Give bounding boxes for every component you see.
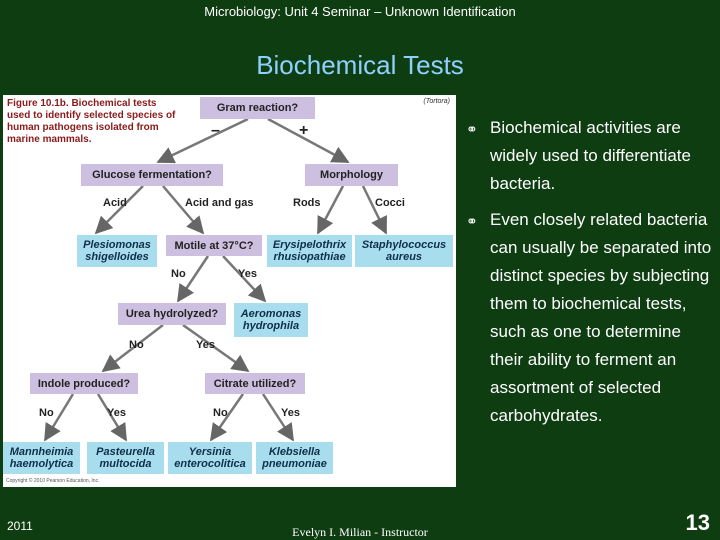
edge-urea-citrate [182, 323, 250, 373]
edge-indole-pasteurella [96, 393, 128, 442]
edge-citrate-yersinia [209, 393, 245, 442]
figure-credit: (Tortora) [423, 98, 450, 105]
footer-year: 2011 [7, 519, 33, 533]
bullet-item: ⚭ Biochemical activities are widely used… [466, 114, 716, 198]
bullet-text: Biochemical activities are widely used t… [490, 118, 691, 193]
edge-indole-mannheimia [43, 393, 75, 442]
edge-gram-morphology [267, 117, 350, 164]
node-morphology: Morphology [305, 164, 398, 186]
bullet-text: Even closely related bacteria can usuall… [490, 210, 712, 425]
edge-citrate-klebsiella [261, 393, 295, 442]
edge-label-yes: Yes [107, 407, 126, 419]
figure-copyright: Copyright © 2010 Pearson Education, Inc. [6, 478, 100, 484]
edge-label-minus: – [211, 122, 220, 139]
edge-motile-urea [176, 255, 210, 303]
node-motile: Motile at 37°C? [166, 235, 262, 256]
node-urea: Urea hydrolyzed? [118, 303, 226, 325]
edge-glucose-plesiomonas [94, 185, 144, 235]
edge-label-yes: Yes [281, 407, 300, 419]
bullet-list: ⚭ Biochemical activities are widely used… [466, 114, 716, 438]
node-mannheimia: Mannheimia haemolytica [3, 442, 80, 474]
node-gram-reaction: Gram reaction? [200, 97, 315, 119]
edge-label-cocci: Cocci [375, 197, 405, 209]
edge-label-no: No [213, 407, 228, 419]
edge-label-plus: + [299, 122, 309, 139]
edge-urea-indole [101, 324, 164, 373]
edge-label-acid-gas: Acid and gas [185, 197, 254, 209]
slide-title: Biochemical Tests [256, 50, 464, 80]
node-staphylococcus: Staphylococcus aureus [355, 235, 453, 267]
edge-label-no: No [39, 407, 54, 419]
node-aeromonas: Aeromonas hydrophila [234, 303, 308, 337]
node-glucose-fermentation: Glucose fermentation? [81, 164, 223, 186]
figure-caption: Figure 10.1b. Biochemical tests used to … [7, 98, 176, 145]
node-indole: Indole produced? [30, 373, 138, 394]
edge-label-rods: Rods [293, 197, 321, 209]
slide-header: Microbiology: Unit 4 Seminar – Unknown I… [204, 4, 516, 19]
page-number: 13 [685, 510, 710, 535]
edge-label-yes: Yes [196, 339, 215, 351]
footer-author: Evelyn I. Milian - Instructor [292, 525, 428, 539]
node-pasteurella: Pasteurella multocida [87, 442, 164, 474]
node-yersinia: Yersinia enterocolitica [168, 442, 252, 474]
node-klebsiella: Klebsiella pneumoniae [256, 442, 333, 474]
flowchart-connectors [43, 117, 388, 442]
edge-motile-aeromonas [222, 255, 267, 303]
node-citrate: Citrate utilized? [205, 373, 305, 394]
edge-label-yes: Yes [238, 268, 257, 280]
bullet-icon: ⚭ [466, 213, 478, 229]
bullet-item: ⚭ Even closely related bacteria can usua… [466, 206, 716, 430]
node-plesiomonas: Plesiomonas shigelloides [77, 235, 157, 267]
edge-gram-glucose [156, 117, 249, 164]
edge-label-no: No [171, 268, 186, 280]
node-erysipelothrix: Erysipelothrix rhusiopathiae [267, 235, 352, 267]
bullet-icon: ⚭ [466, 121, 478, 137]
edge-label-no: No [129, 339, 144, 351]
flowchart-figure: Figure 10.1b. Biochemical tests used to … [3, 95, 456, 487]
edge-label-acid: Acid [103, 197, 127, 209]
edge-morphology-staphylococcus [361, 185, 388, 235]
edge-glucose-motile [162, 185, 205, 235]
edge-morphology-erysipelothrix [316, 185, 345, 235]
